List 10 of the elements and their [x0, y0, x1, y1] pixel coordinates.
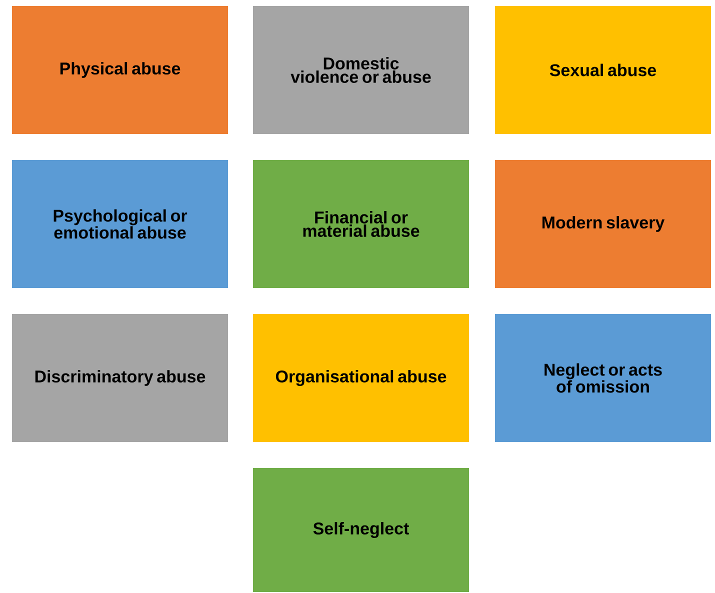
category-box: Physical abuse: [12, 6, 228, 134]
category-box: Sexual abuse: [495, 6, 711, 134]
category-box: Neglect or acts of omission: [495, 314, 711, 442]
category-box: Domestic violence or abuse: [253, 6, 469, 134]
category-box: Organisational abuse: [253, 314, 469, 442]
category-box: Self-neglect: [253, 468, 469, 592]
category-box: Discriminatory abuse: [12, 314, 228, 442]
category-box: Modern slavery: [495, 160, 711, 288]
category-box: Psychological or emotional abuse: [12, 160, 228, 288]
category-box: Financial or material abuse: [253, 160, 469, 288]
